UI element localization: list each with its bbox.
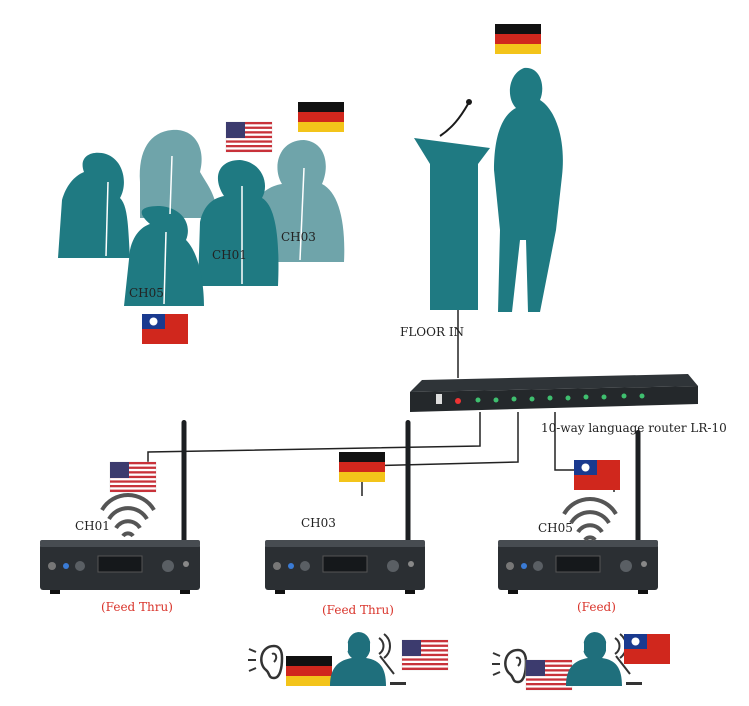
ear-icon <box>246 644 284 680</box>
germany-flag-icon <box>339 452 385 482</box>
taiwan-flag-icon <box>624 634 670 664</box>
language-router-device <box>410 374 698 412</box>
router-channel-led <box>529 396 535 402</box>
router-power-switch <box>436 394 442 404</box>
podium <box>414 138 490 310</box>
router-channel-led <box>475 397 481 403</box>
transmitter-ch03 <box>264 539 426 595</box>
router-channel-led <box>583 394 589 400</box>
listener-silhouette-back <box>139 129 218 218</box>
usa-flag-icon <box>401 639 449 671</box>
germany-flag-icon <box>286 656 332 686</box>
transmitter-mode-label-1: (Feed Thru) <box>101 600 173 614</box>
floor-in-label: FLOOR IN <box>400 325 465 339</box>
germany-flag-icon <box>298 102 344 132</box>
listener-silhouette-center <box>198 160 279 286</box>
speaker-silhouette <box>494 67 563 312</box>
transmitter-channel-label-ch01: CH01 <box>75 519 110 533</box>
antenna-icon <box>635 430 641 555</box>
cable-to-ch05 <box>554 412 574 471</box>
antenna-icon <box>181 420 187 545</box>
microphone <box>439 103 469 137</box>
taiwan-flag-icon <box>574 460 620 490</box>
transmitter-ch01 <box>39 539 201 595</box>
speaker-at-podium <box>414 67 563 312</box>
router-front <box>410 386 698 412</box>
earphone-wire <box>163 231 167 305</box>
audience-channel-label-ch03: CH03 <box>281 230 316 244</box>
taiwan-flag-icon <box>142 314 188 344</box>
usa-flag-icon <box>225 121 273 153</box>
germany-flag-icon <box>495 24 541 54</box>
usa-flag-icon <box>525 659 573 691</box>
transmitter-mode-label-2: (Feed Thru) <box>322 603 394 617</box>
listener-silhouette-left <box>58 152 130 258</box>
earphone-wire <box>299 167 305 261</box>
router-status-led <box>455 398 461 404</box>
cable-to-ch03 <box>361 412 519 496</box>
router-model-label: 10-way language router LR-10 <box>541 421 727 435</box>
transmitter-ch05 <box>497 539 659 595</box>
earphone-wire <box>169 155 173 215</box>
transmitter-channel-label-ch05: CH05 <box>538 521 573 535</box>
interpreter-headset-icon <box>328 629 408 688</box>
router-channel-led <box>565 395 571 401</box>
router-channel-led <box>601 394 607 400</box>
usa-flag-icon <box>109 461 157 493</box>
router-channel-led <box>621 393 627 399</box>
transmitter-channel-label-ch03: CH03 <box>301 516 336 530</box>
transmitter-mode-label-3: (Feed) <box>577 600 616 614</box>
cable-to-ch01 <box>147 412 481 490</box>
ear-icon <box>490 648 528 684</box>
listener-silhouette-front <box>124 206 204 306</box>
router-channel-led <box>639 393 645 399</box>
audience-channel-label-ch01: CH01 <box>212 248 247 262</box>
router-channel-led <box>493 397 499 403</box>
earphone-wire <box>105 181 109 257</box>
router-channel-led <box>511 396 517 402</box>
audience-group <box>58 129 345 306</box>
antenna-icon <box>405 420 411 545</box>
audience-channel-label-ch05: CH05 <box>129 286 164 300</box>
router-channel-led <box>547 395 553 401</box>
